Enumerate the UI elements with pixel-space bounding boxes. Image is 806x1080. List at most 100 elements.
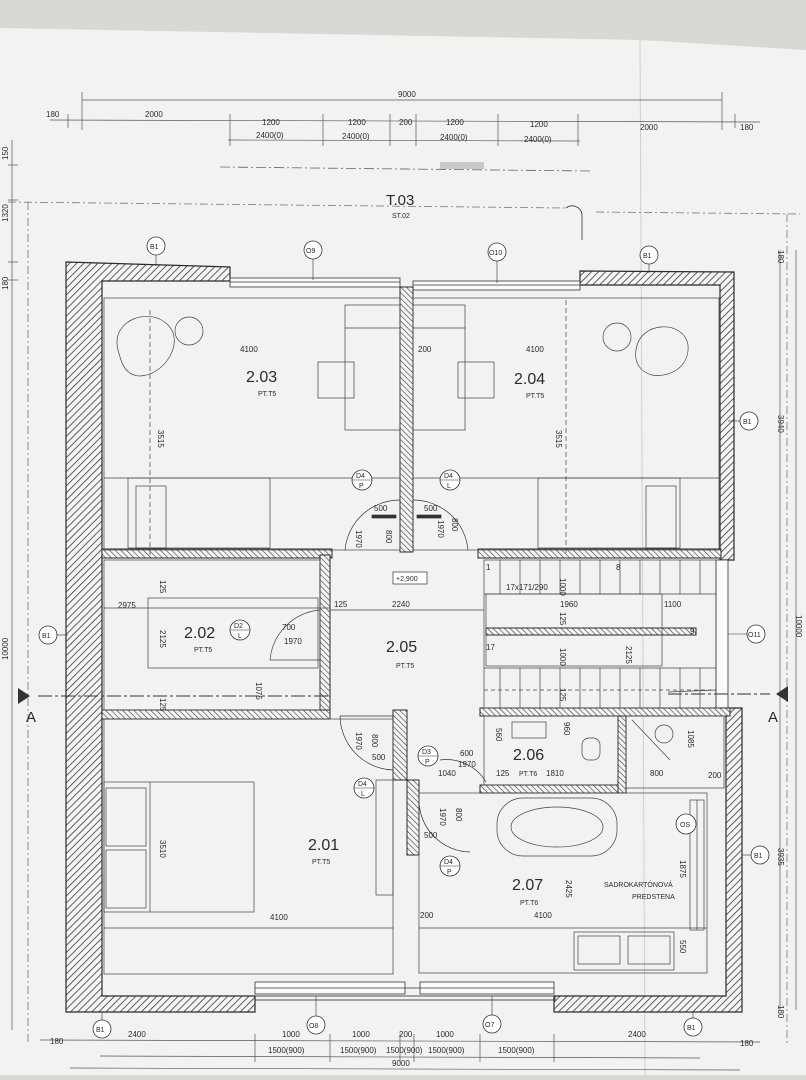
dim-left-180: 180 (1, 276, 10, 290)
dim-2.02-2125: 2125 (158, 630, 167, 648)
dim-door-1970-d: 1970 (438, 808, 447, 826)
dim-hall-2240: 2240 (392, 600, 410, 609)
dim-bottom-180-right: 180 (740, 1039, 754, 1048)
dim-2.07-2425: 2425 (564, 880, 573, 898)
dim-top-1200-b: 1200 (348, 118, 366, 127)
stairs-step-17: 17 (486, 643, 495, 652)
wall-tag-b1-right-upper: B1 (743, 419, 752, 426)
door-tag-d4-side: L (447, 483, 451, 490)
partition-note-line-2: PREDSTENA (632, 894, 675, 901)
room-2.04-finish: PT.T5 (526, 393, 544, 400)
stairs-spec: 17x171/290 (506, 583, 548, 592)
wall-tag-b1-right-lower: B1 (754, 853, 763, 860)
dim-top-window-c: 2400(0) (440, 133, 468, 142)
right-dimension-lines (779, 250, 797, 1010)
dim-left-1320: 1320 (1, 204, 10, 222)
dim-right-3940: 3940 (776, 415, 785, 433)
dim-stairs-1960: 1960 (560, 600, 578, 609)
roof-overhang-line (219, 166, 591, 172)
wall-tag-b1-bottom-left: B1 (96, 1027, 105, 1034)
section-arrow-right (776, 686, 788, 702)
dim-bottom-1000-a: 1000 (282, 1030, 300, 1039)
door-tag-d2-code: D2 (234, 623, 243, 630)
dim-wc-1040: 1040 (438, 769, 456, 778)
dim-bottom-window-c: 1500(900) (386, 1046, 423, 1055)
door-tag-d4-side: P (447, 869, 452, 876)
window-tag-o11: O11 (748, 632, 761, 639)
dim-stairs-1000-b: 1000 (558, 648, 567, 666)
dim-door-1970-b: 1970 (436, 520, 445, 538)
door-tag-d4-code: D4 (358, 781, 367, 788)
section-label-left: A (26, 709, 36, 726)
height-mark: +2,900 (396, 576, 418, 583)
dim-door-1970-a: 1970 (354, 530, 363, 548)
room-2.05-finish: PT.T5 (396, 663, 414, 670)
dim-right-total: 10000 (794, 615, 803, 638)
room-2.01-finish: PT.T5 (312, 859, 330, 866)
dim-shaft-200: 200 (708, 771, 722, 780)
dim-door-500-d: 500 (424, 831, 438, 840)
dim-wc-1810: 1810 (546, 769, 564, 778)
dim-top-1200-a: 1200 (262, 118, 280, 127)
door-tag-d2-side: L (238, 633, 242, 640)
dim-2.02-125-b: 125 (158, 698, 167, 712)
staircase-window (715, 559, 729, 709)
wall-tag-b1-top-left: B1 (150, 244, 159, 251)
dim-top-window-d: 2400(0) (524, 135, 552, 144)
eave-line-top (7, 201, 801, 215)
dim-top-window-a: 2400(0) (256, 131, 284, 140)
dim-2.03-4100: 4100 (240, 345, 258, 354)
height-mark-box (392, 571, 428, 585)
dim-right-180-top: 180 (776, 250, 785, 264)
dim-stairs-2125: 2125 (624, 646, 633, 664)
dim-wc-600: 600 (460, 749, 474, 758)
dim-door-1970-c: 1970 (354, 732, 363, 750)
dim-door-800-d: 800 (454, 808, 463, 822)
dim-2.04-4100: 4100 (526, 345, 544, 354)
dim-2.02-2975: 2975 (118, 601, 136, 610)
wall-tag-b1-top-right: B1 (643, 253, 652, 260)
dim-stairs-1000-a: 1000 (558, 578, 567, 596)
dim-bottom-2400-right: 2400 (628, 1030, 646, 1039)
dim-top-180-left: 180 (46, 110, 60, 119)
tag-leaders (57, 255, 751, 1020)
door-swing-d3 (439, 759, 487, 783)
dim-top-2000-left: 2000 (145, 110, 163, 119)
door-tag-d4-side: L (361, 791, 365, 798)
room-2.02-lines (103, 559, 330, 711)
room-2.07-number: 2.07 (512, 877, 543, 894)
dim-door-800-c: 800 (370, 734, 379, 748)
dim-top-2000-right: 2000 (640, 123, 658, 132)
door-tag-d4-code: D4 (444, 859, 453, 866)
window-tag-o9: O9 (306, 248, 315, 255)
dim-2.02-125-a: 125 (158, 580, 167, 594)
dim-shaft-1085: 1085 (686, 730, 695, 748)
dim-top-1200-c: 1200 (446, 118, 464, 127)
doors-upper (344, 499, 469, 551)
dim-bottom-2400-left: 2400 (128, 1030, 146, 1039)
dim-bottom-180-left: 180 (50, 1037, 64, 1046)
door-tag-d4-side: P (359, 483, 364, 490)
dim-2.01-4100: 4100 (270, 913, 288, 922)
dim-bottom-1000-b: 1000 (352, 1030, 370, 1039)
dim-right-180-bottom: 180 (776, 1005, 785, 1019)
dim-bottom-window-e: 1500(900) (498, 1046, 535, 1055)
door-tag-d3-side: P (425, 759, 430, 766)
room-2.06-finish: PT.T6 (519, 771, 537, 778)
dim-stairs-1100: 1100 (664, 600, 682, 609)
section-arrow-left (18, 688, 30, 704)
dim-bottom-window-a: 1500(900) (268, 1046, 305, 1055)
dim-left-150: 150 (1, 146, 10, 160)
doors-lower (339, 715, 471, 853)
plan-subtitle: ST.02 (392, 213, 410, 220)
room-2.06-fixtures (483, 715, 726, 789)
stairs-step-9: 9 (690, 627, 695, 636)
dim-2.02-1075: 1075 (254, 682, 263, 700)
dim-bottom-200: 200 (399, 1030, 413, 1039)
window-tag-circle-os (675, 813, 697, 835)
dim-top-200: 200 (399, 118, 413, 127)
room-2.03-finish: PT.T5 (258, 391, 276, 398)
dim-stairs-125-b: 125 (558, 688, 567, 702)
dim-2.03-3515: 3515 (156, 430, 165, 448)
